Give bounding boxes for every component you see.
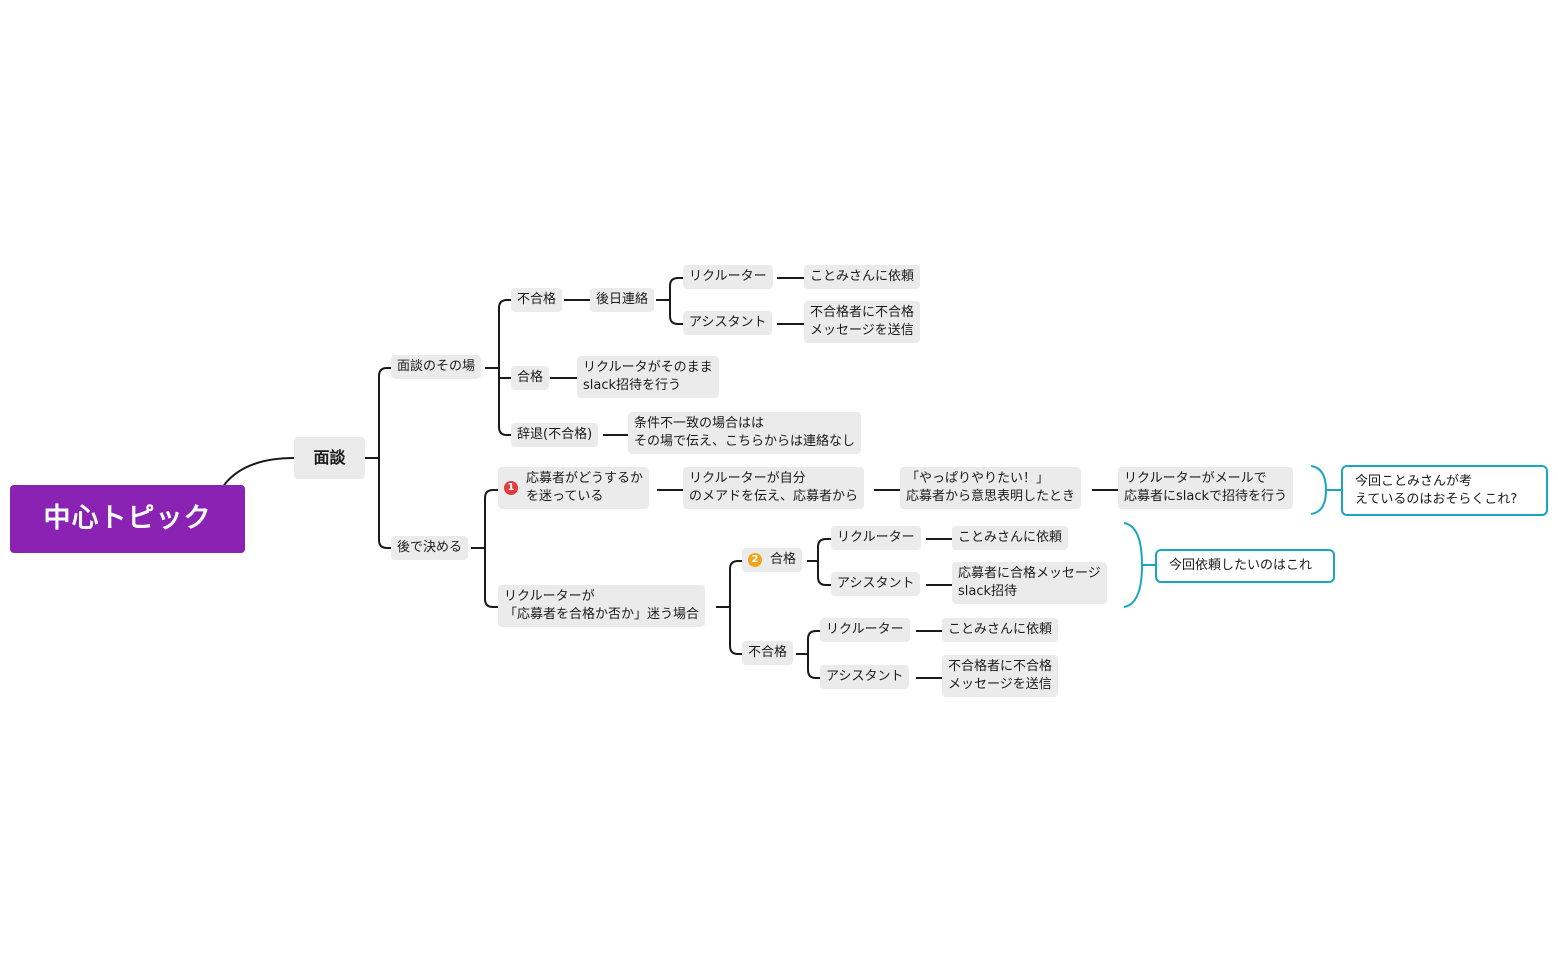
topic-ru-pass-recruiter-action[interactable]: ことみさんに依頼 (952, 526, 1069, 550)
topic-on-the-spot[interactable]: 面談のその場 (391, 355, 482, 379)
topic-decide-later[interactable]: 後で決める (391, 536, 469, 560)
topic-spot-fail-recruiter[interactable]: リクルーター (683, 265, 773, 289)
topic-interview[interactable]: 面談 (294, 437, 365, 479)
priority-1-icon: 1 (504, 481, 518, 495)
topic-spot-pass-action[interactable]: リクルータがそのまま slack招待を行う (577, 356, 719, 398)
priority-2-icon: 2 (748, 553, 762, 567)
topic-spot-fail[interactable]: 不合格 (511, 288, 563, 312)
topic-ru-fail[interactable]: 不合格 (742, 641, 794, 665)
callout-probably-this[interactable]: 今回ことみさんが考 えているのはおそらくこれ? (1341, 465, 1548, 516)
topic-later-contact[interactable]: 後日連絡 (590, 288, 655, 312)
topic-unsure-step3[interactable]: リクルーターがメールで 応募者にslackで招待を行う (1118, 467, 1294, 509)
topic-recruiter-unsure[interactable]: リクルーターが 「応募者を合格か否か」迷う場合 (498, 585, 706, 627)
topic-ru-fail-recruiter-action[interactable]: ことみさんに依頼 (942, 618, 1059, 642)
topic-spot-decline[interactable]: 辞退(不合格) (511, 423, 599, 447)
topic-ru-pass-assistant[interactable]: アシスタント (831, 572, 921, 596)
topic-ru-pass-label: 合格 (770, 552, 797, 567)
topic-applicant-unsure[interactable]: 1 応募者がどうするか を迷っている (498, 467, 650, 509)
topic-spot-fail-recruiter-action[interactable]: ことみさんに依頼 (804, 265, 921, 289)
topic-spot-pass[interactable]: 合格 (511, 366, 550, 390)
topic-spot-decline-action[interactable]: 条件不一致の場合はは その場で伝え、こちらからは連絡なし (628, 412, 862, 454)
topic-unsure-step2[interactable]: 「やっぱりやりたい！」 応募者から意思表明したとき (900, 467, 1082, 509)
topic-ru-fail-assistant[interactable]: アシスタント (820, 665, 910, 689)
topic-ru-fail-assistant-action[interactable]: 不合格者に不合格 メッセージを送信 (942, 655, 1059, 697)
topic-spot-fail-assistant-action[interactable]: 不合格者に不合格 メッセージを送信 (804, 301, 921, 343)
topic-unsure-step1[interactable]: リクルーターが自分 のメアドを伝え、応募者から (683, 467, 865, 509)
topic-ru-fail-recruiter[interactable]: リクルーター (820, 618, 910, 642)
topic-ru-pass[interactable]: 2 合格 (742, 548, 803, 572)
topic-ru-pass-assistant-action[interactable]: 応募者に合格メッセージ slack招待 (952, 562, 1107, 604)
topic-ru-pass-recruiter[interactable]: リクルーター (831, 526, 921, 550)
topic-applicant-unsure-label: 応募者がどうするか を迷っている (526, 471, 644, 504)
callout-request-this[interactable]: 今回依頼したいのはこれ (1155, 549, 1335, 583)
central-topic[interactable]: 中心トピック (10, 485, 245, 553)
topic-spot-fail-assistant[interactable]: アシスタント (683, 311, 773, 335)
